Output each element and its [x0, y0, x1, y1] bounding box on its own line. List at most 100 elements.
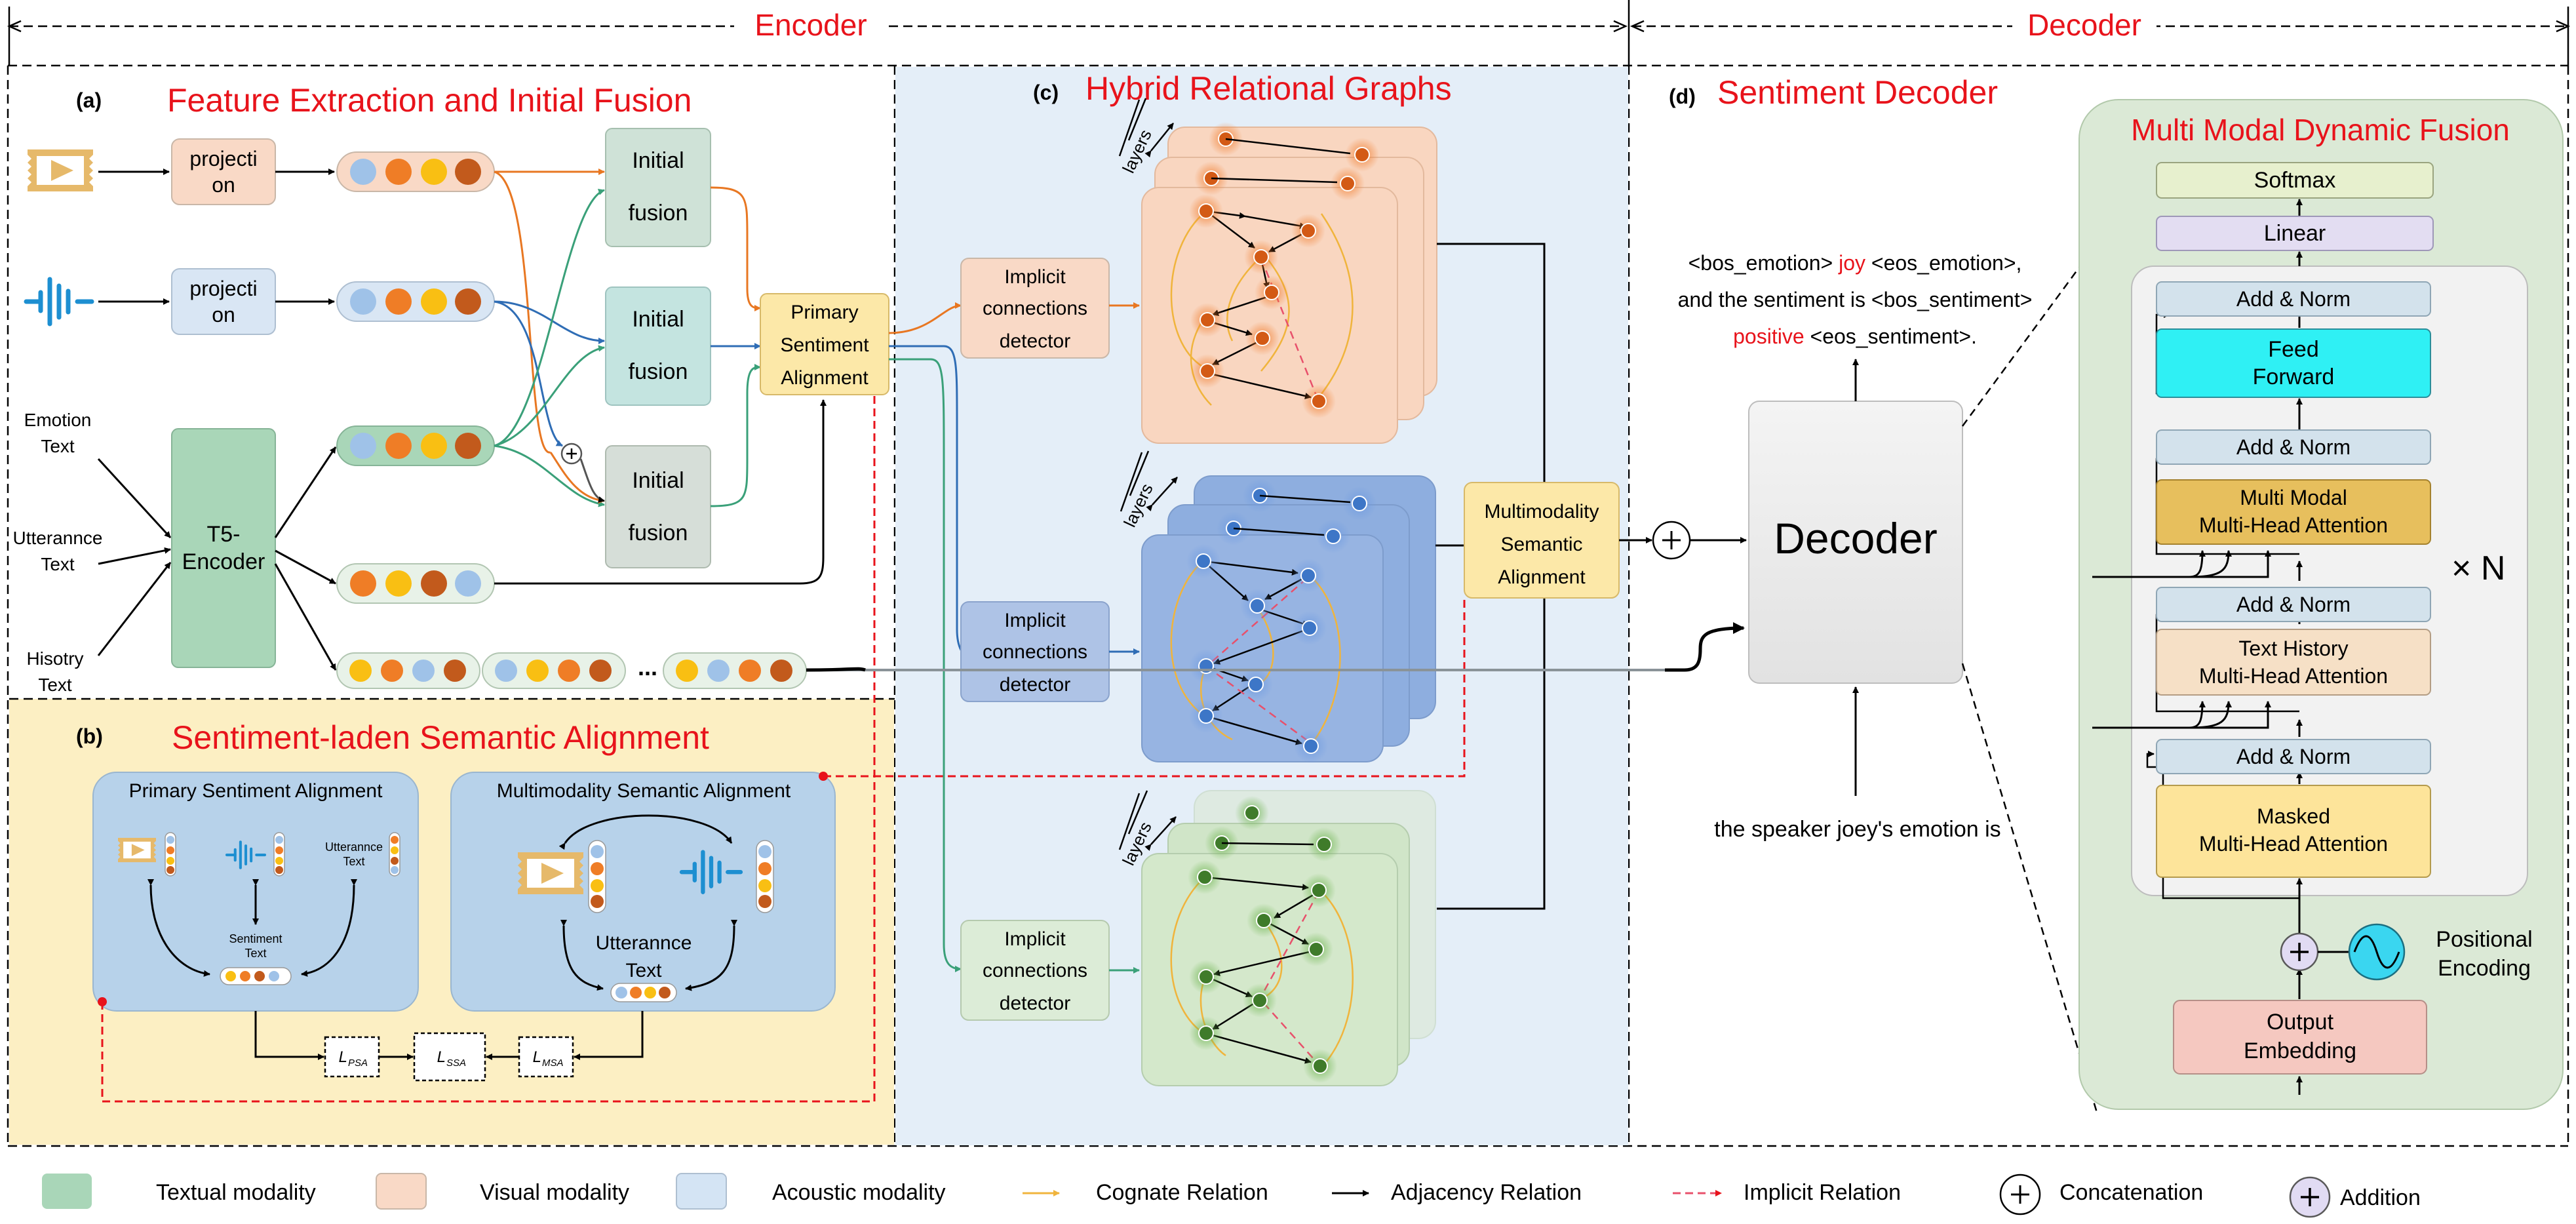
detector-label: Implicit	[1004, 610, 1066, 631]
mini-feature-stack	[273, 832, 285, 877]
output-embedding-block: Output Embedding	[2173, 1000, 2427, 1075]
th-attention-label: Text History	[2238, 637, 2348, 660]
loss-ssa: L SSA	[413, 1032, 486, 1082]
fusion-title: Multi Modal Dynamic Fusion	[2131, 113, 2510, 147]
legend-visual: Visual modality	[376, 1173, 629, 1210]
feed-forward-block: Feed Forward	[2156, 328, 2431, 398]
loss-psa: L PSA	[324, 1036, 380, 1078]
acoustic-feature-pill	[336, 281, 495, 322]
detector-label: connections	[983, 641, 1087, 663]
detector-label: detector	[1000, 330, 1070, 352]
graph-stack-green: layers	[1118, 790, 1436, 1086]
fusion-label: Initial	[632, 148, 684, 173]
prompt-text: the speaker joey's emotion is	[1714, 817, 2000, 842]
loss-msa: L MSA	[518, 1036, 574, 1078]
panel-d: (d) Sentiment Decoder <bos_emotion> joy …	[1652, 74, 2099, 1115]
detector-label: connections	[983, 298, 1087, 319]
red-dashed-feedback	[823, 598, 1466, 778]
output-sequence-line1: <bos_emotion> joy <eos_emotion>,	[1688, 251, 2022, 275]
legend-addition: Addition	[2289, 1176, 2421, 1218]
fusion-label: fusion	[629, 201, 688, 226]
visual-feature-pill	[336, 151, 495, 192]
initial-fusion-box-3: Initial fusion	[605, 445, 711, 568]
masked-attention-block: Masked Multi-Head Attention	[2156, 785, 2431, 878]
panel-c-letter: (c)	[1033, 81, 1059, 104]
times-n-label: × N	[2451, 549, 2505, 587]
psa-label: Alignment	[781, 367, 868, 389]
output-sequence-line2: and the sentiment is <bos_sentiment>	[1678, 288, 2033, 311]
panel-b-title: Sentiment-laden Semantic Alignment	[172, 719, 709, 756]
history-text-label: Hisotry	[26, 648, 83, 669]
detector-label: Implicit	[1004, 266, 1066, 288]
add-norm-block: Add & Norm	[2156, 281, 2431, 317]
add-norm-label: Add & Norm	[2236, 593, 2351, 616]
legend-adjacency: Adjacency Relation	[1332, 1180, 1582, 1205]
projection-label: projecti	[189, 147, 257, 170]
legend-concatenation: Concatenation	[1999, 1174, 2203, 1215]
projection-label: on	[212, 303, 235, 326]
loss-subscript: SSA	[446, 1057, 466, 1069]
video-icon	[118, 838, 156, 863]
detector-label: detector	[1000, 993, 1070, 1014]
utterance-text-label: Utterannce	[325, 840, 383, 854]
panel-d-title: Sentiment Decoder	[1717, 74, 1998, 111]
panel-c-title: Hybrid Relational Graphs	[1085, 70, 1452, 107]
projection-label: on	[212, 173, 235, 197]
add-norm-block: Add & Norm	[2156, 429, 2431, 465]
mm-attention-label: Multi-Head Attention	[2199, 513, 2388, 537]
implicit-connections-detector-orange: Implicit connections detector	[960, 258, 1110, 359]
loss-subscript: MSA	[542, 1057, 564, 1069]
linear-label: Linear	[2264, 221, 2326, 246]
projection-label: projecti	[189, 277, 257, 300]
initial-fusion-box-2: Initial fusion	[605, 286, 711, 406]
add-norm-label: Add & Norm	[2236, 435, 2351, 459]
fusion-label: fusion	[629, 359, 688, 384]
add-norm-label: Add & Norm	[2236, 287, 2351, 311]
emotion-feature-pill	[336, 425, 495, 466]
graph-stack-blue: layers	[1120, 450, 1436, 764]
legend-label: Cognate Relation	[1096, 1180, 1268, 1205]
loss-symbol: L	[533, 1048, 541, 1066]
msa-label: Semantic	[1500, 534, 1582, 555]
audio-icon	[26, 279, 92, 324]
legend-label: Visual modality	[480, 1180, 629, 1205]
sentiment-feature-pill	[220, 967, 292, 985]
msa-label: Multimodality	[1484, 501, 1599, 523]
utterance-text-label: Utterannce	[596, 932, 692, 954]
fusion-label: fusion	[629, 521, 688, 545]
feed-forward-label: Feed	[2268, 337, 2319, 362]
sine-wave-icon	[2348, 923, 2406, 981]
card-title: Multimodality Semantic Alignment	[497, 780, 791, 802]
th-attention-label: Multi-Head Attention	[2199, 664, 2388, 688]
positional-encoding-label: Positional	[2436, 927, 2532, 952]
mini-feature-stack	[756, 840, 774, 913]
graph-stack-orange: layers	[1118, 98, 1437, 444]
legend-label: Concatenation	[2059, 1180, 2203, 1205]
panel-d-letter: (d)	[1669, 85, 1696, 108]
utterance-feature-pill	[610, 983, 677, 1002]
decoder-label: Decoder	[1774, 514, 1937, 563]
panel-b-letter: (b)	[76, 724, 103, 748]
frame	[7, 64, 2569, 1147]
multimodality-semantic-alignment-box: Multimodality Semantic Alignment	[1464, 482, 1620, 599]
initial-fusion-box-1: Initial fusion	[605, 128, 711, 247]
detector-label: detector	[1000, 674, 1070, 696]
t5-encoder-label: Encoder	[182, 549, 265, 574]
legend-implicit: Implicit Relation	[1673, 1180, 1901, 1205]
legend-textual: Textual modality	[42, 1174, 316, 1209]
sentiment-text-label: Sentiment	[229, 932, 282, 945]
mini-feature-stack	[165, 832, 176, 877]
legend-cognate: Cognate Relation	[1023, 1180, 1268, 1205]
utterance-text-label: Text	[625, 960, 662, 981]
utterance-text-label: Utterannce	[13, 528, 103, 548]
emotion-text-label: Text	[41, 436, 75, 456]
legend-label: Implicit Relation	[1744, 1180, 1901, 1205]
panel-b: (b) Sentiment-laden Semantic Alignment P…	[76, 393, 1466, 1103]
primary-sentiment-alignment-box: Primary Sentiment Alignment	[760, 293, 889, 395]
add-norm-block: Add & Norm	[2156, 739, 2431, 774]
softmax-block: Softmax	[2156, 162, 2434, 199]
detector-label: Implicit	[1004, 928, 1066, 950]
output-sequence-line3: positive <eos_sentiment>.	[1733, 325, 1977, 348]
concatenation-node	[560, 443, 583, 465]
